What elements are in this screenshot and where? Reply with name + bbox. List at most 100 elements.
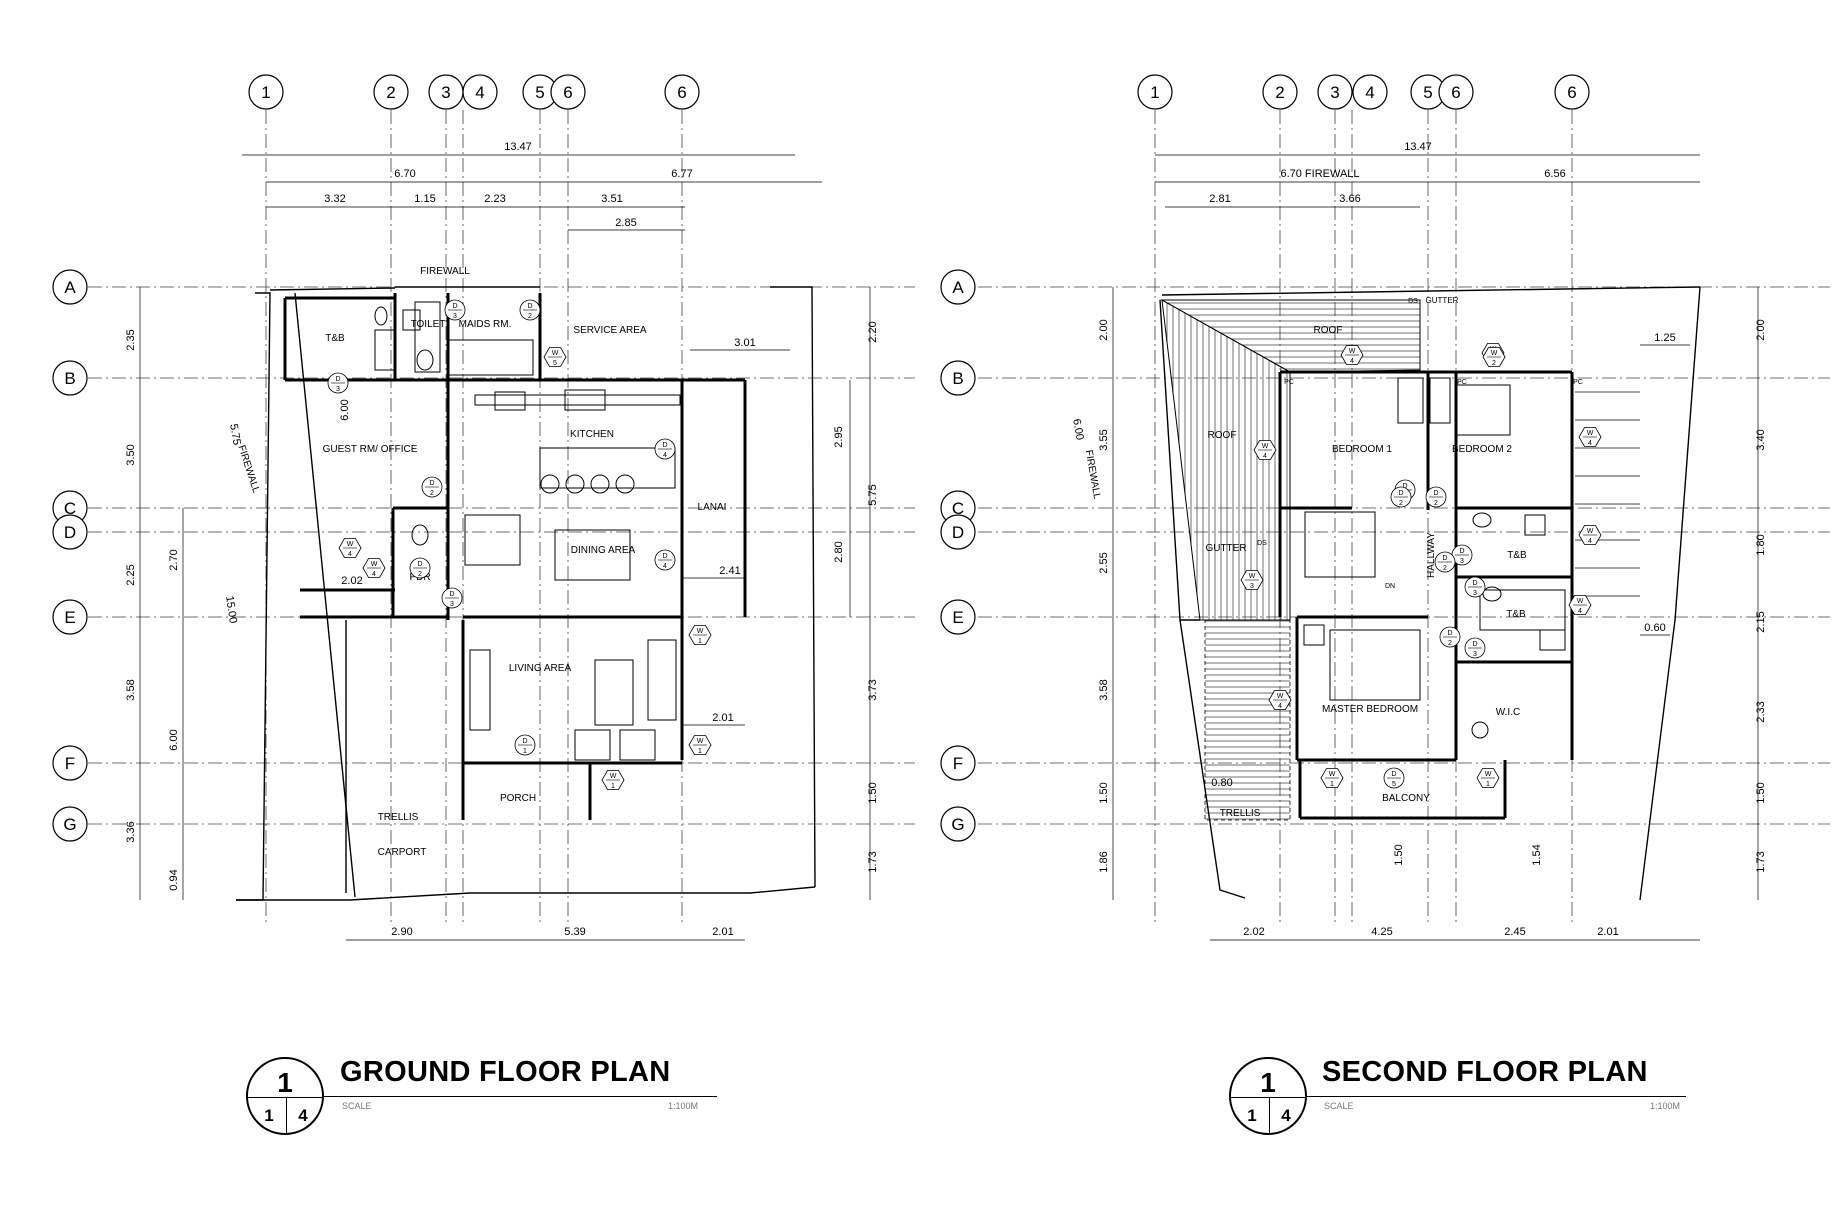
tag-number: 4 — [1588, 538, 1592, 545]
tag-number: 5 — [553, 360, 557, 367]
grid-row-bubble: G — [52, 806, 88, 842]
divider — [248, 1097, 322, 1098]
tag-letter: W — [347, 541, 354, 548]
grid-bubble-label: 6 — [1451, 83, 1460, 102]
dimension-label: 2.81 — [1209, 193, 1230, 205]
dimension-label: 5.75 — [227, 423, 243, 446]
dimension-label: 1.50 — [1393, 844, 1405, 865]
dimension-label: 3.01 — [734, 337, 755, 349]
room-label: T&B — [1507, 550, 1527, 561]
dimension-label: 2.20 — [867, 321, 879, 342]
tag-letter: W — [1491, 350, 1498, 357]
grid-row-bubble: B — [52, 360, 88, 396]
dimension-label: 2.01 — [712, 712, 733, 724]
door-window-tag: D1 — [514, 734, 536, 756]
grid-row-bubble: G — [940, 806, 976, 842]
sheet-number: 1 — [277, 1067, 293, 1098]
door-window-tag: W1 — [601, 770, 625, 790]
tag-number: 4 — [348, 551, 352, 558]
sheet-ref: 1 — [1247, 1106, 1257, 1125]
door-window-tag: W5 — [543, 347, 567, 367]
grid-bubble-label: 2 — [1275, 83, 1284, 102]
tag-letter: W — [1262, 443, 1269, 450]
dimension-label: 1.54 — [1531, 844, 1543, 865]
tag-number: 1 — [611, 783, 615, 790]
tag-number: 1 — [1486, 781, 1490, 788]
door-window-tag: D2 — [1390, 486, 1412, 508]
grid-row-bubble: A — [52, 269, 88, 305]
door-window-tag: W4 — [1340, 345, 1364, 365]
grid-bubble-label: F — [953, 754, 963, 773]
dimension-label: 1.73 — [867, 851, 879, 872]
tag-number: 2 — [418, 571, 422, 578]
dimension-label: 15.00 — [223, 595, 239, 624]
dimension-label: 0.80 — [1211, 777, 1232, 789]
tag-number: 4 — [1578, 608, 1582, 615]
grid-bubble-label: F — [65, 754, 75, 773]
dimension-label: 6.00 — [339, 399, 351, 420]
dimension-label: 3.55 — [1098, 429, 1110, 450]
room-label: FIREWALL — [1083, 449, 1103, 500]
scale-label: SCALE — [1324, 1101, 1354, 1111]
door-window-tag: W1 — [1320, 768, 1344, 788]
grid-column-bubble: 3 — [428, 74, 464, 110]
tag-number: 2 — [1448, 640, 1452, 647]
tag-number: 3 — [453, 313, 457, 320]
door-window-tag: W4 — [1578, 525, 1602, 545]
dimension-label: 1.15 — [414, 193, 435, 205]
tag-number: 4 — [1263, 453, 1267, 460]
tag-number: 4 — [1588, 440, 1592, 447]
room-label: T&B — [1506, 609, 1526, 620]
grid-bubble-label: 4 — [475, 83, 484, 102]
grid-row-bubble: D — [52, 514, 88, 550]
grid-bubble-label: 1 — [261, 83, 270, 102]
room-label: FIREWALL — [235, 444, 261, 495]
room-label: TRELLIS — [378, 812, 419, 823]
door-window-tag: D2 — [1434, 551, 1456, 573]
ground-floor-title-bubble: 1 1 4 — [246, 1057, 324, 1135]
tag-number: 1 — [698, 748, 702, 755]
ground-floor-title: GROUND FLOOR PLAN — [340, 1056, 671, 1088]
dimension-label: 2.01 — [1597, 926, 1618, 938]
annotation-label: DS — [1257, 540, 1267, 547]
dimension-label: 2.02 — [1243, 926, 1264, 938]
grid-bubble-label: G — [63, 815, 76, 834]
dimension-label: 2.80 — [833, 541, 845, 562]
tag-number: 4 — [663, 563, 667, 570]
second-floor-title-bubble: 1 1 4 — [1229, 1057, 1307, 1135]
room-label: PORCH — [500, 793, 536, 804]
dimension-label: 0.60 — [1644, 622, 1665, 634]
divider — [1269, 1097, 1270, 1133]
door-window-tag: D3 — [1451, 544, 1473, 566]
title-underline — [1306, 1096, 1686, 1097]
room-label: BEDROOM 2 — [1452, 444, 1512, 455]
tag-number: 2 — [528, 313, 532, 320]
grid-bubble-label: D — [64, 523, 76, 542]
door-window-tag: D4 — [654, 438, 676, 460]
dimension-label: 3.66 — [1339, 193, 1360, 205]
tag-letter: W — [552, 350, 559, 357]
grid-row-bubble: C — [940, 490, 976, 526]
title-underline — [322, 1096, 717, 1097]
tag-letter: D — [662, 442, 667, 449]
door-window-tag: D3 — [444, 299, 466, 321]
tag-letter: D — [1447, 630, 1452, 637]
tag-letter: D — [452, 303, 457, 310]
tag-number: 1 — [698, 638, 702, 645]
dimension-label: 2.35 — [125, 329, 137, 350]
tag-letter: D — [1472, 641, 1477, 648]
grid-bubble-label: 2 — [386, 83, 395, 102]
tag-letter: W — [697, 628, 704, 635]
dimension-label: 6.00 — [168, 729, 180, 750]
tag-letter: W — [1587, 430, 1594, 437]
door-window-tag: W4 — [1568, 595, 1592, 615]
room-label: FIREWALL — [420, 266, 470, 277]
tag-letter: W — [1577, 598, 1584, 605]
dimension-label: 3.58 — [1098, 679, 1110, 700]
tag-number: 3 — [1473, 651, 1477, 658]
dimension-label: 1.50 — [867, 782, 879, 803]
grid-row-bubble: A — [940, 269, 976, 305]
room-label: ROOF — [1208, 430, 1237, 441]
